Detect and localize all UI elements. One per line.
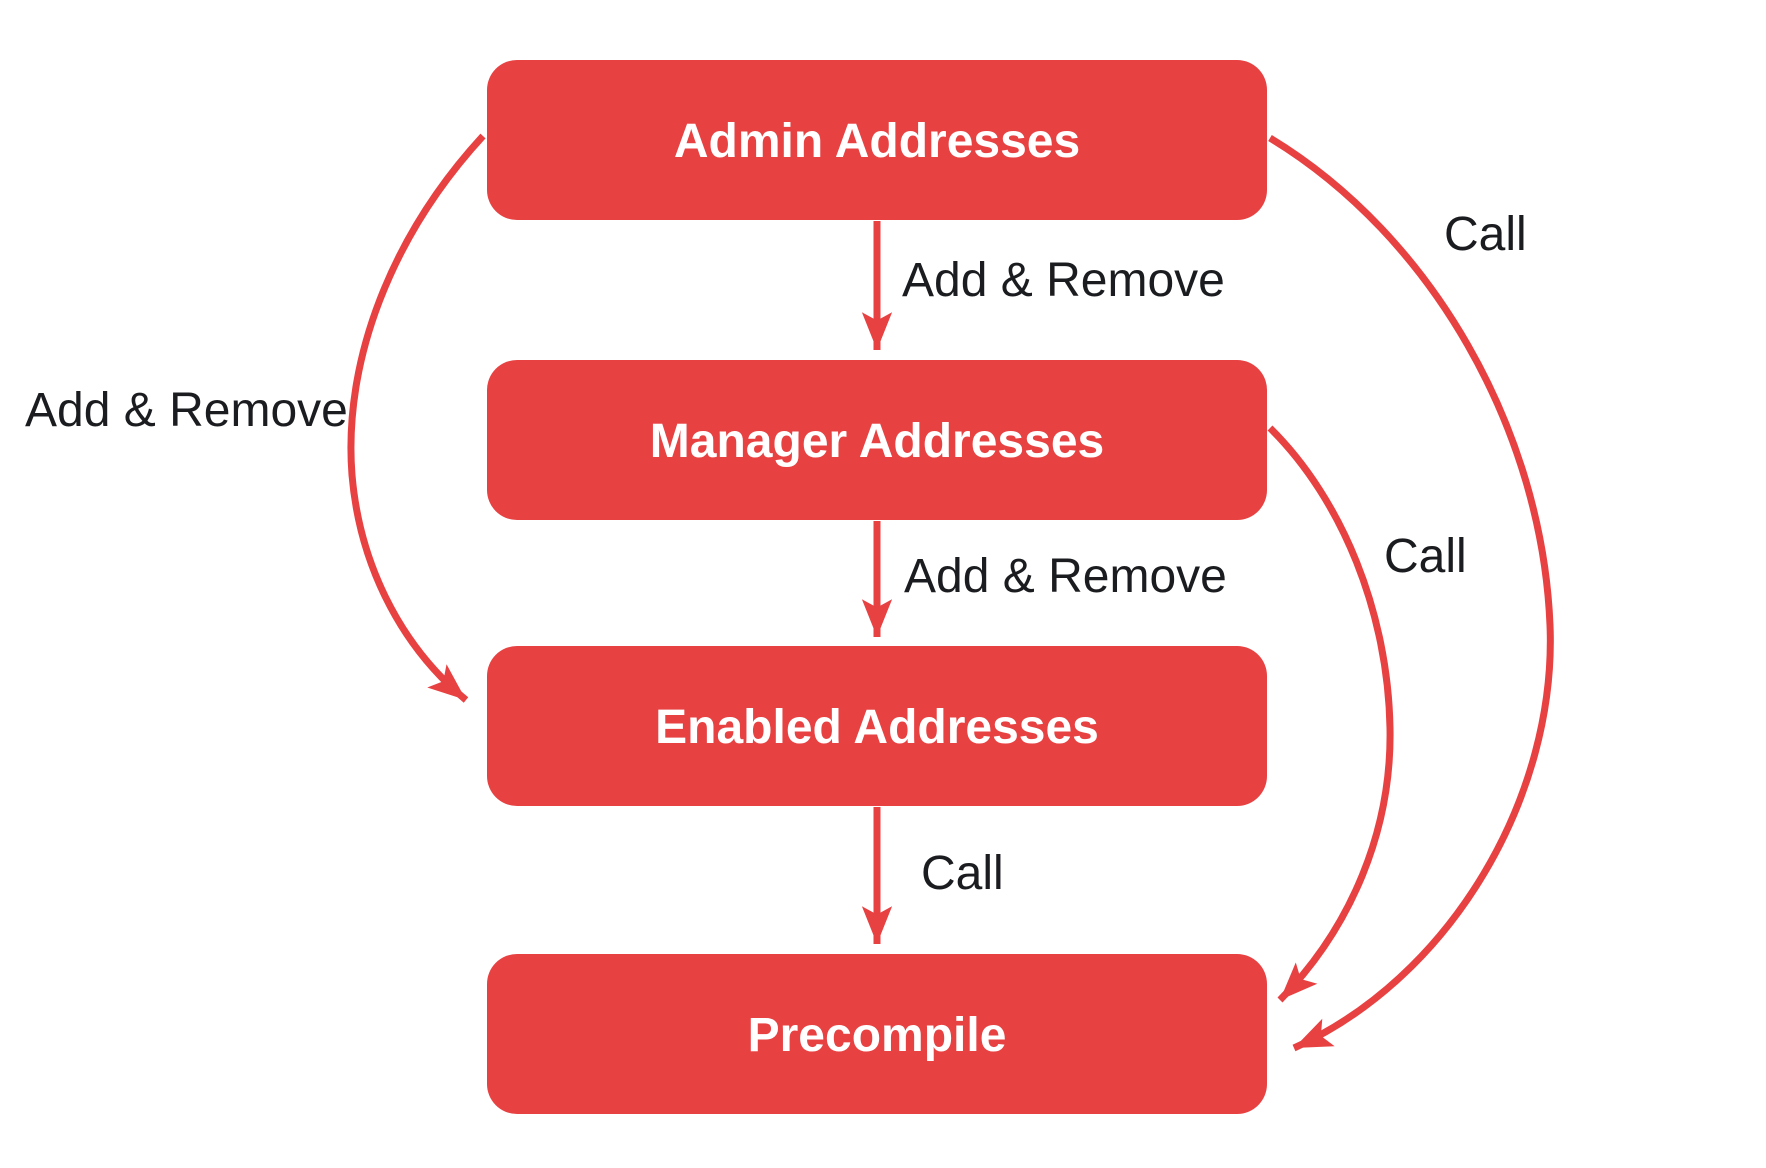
edge-admin-to-enabled-arrow [347,133,486,703]
node-manager-addresses-box [487,360,1267,520]
node-precompile-label: Precompile [748,1009,1007,1062]
edge-label-admin-enabled: Add & Remove [25,384,348,437]
edge-label-enabled-precompile: Call [921,847,1004,900]
edge-label-admin-manager: Add & Remove [902,254,1225,307]
node-enabled-addresses: Enabled Addresses [487,646,1267,806]
node-precompile-box [487,954,1267,1114]
edge-admin-to-precompile-arrow [1268,135,1554,1052]
edge-label-manager-enabled: Add & Remove [904,550,1227,603]
node-manager-addresses-label: Manager Addresses [650,415,1104,468]
node-manager-addresses: Manager Addresses [487,360,1267,520]
node-admin-addresses-box [487,60,1267,220]
node-precompile: Precompile [487,954,1267,1114]
node-enabled-addresses-box [487,646,1267,806]
node-admin-addresses-label: Admin Addresses [674,115,1080,168]
node-enabled-addresses-label: Enabled Addresses [655,701,1099,754]
edge-label-admin-precompile: Call [1444,208,1527,261]
node-admin-addresses: Admin Addresses [487,60,1267,220]
edge-label-manager-precompile: Call [1384,530,1467,583]
edge-manager-to-precompile-arrow [1267,425,1394,1003]
